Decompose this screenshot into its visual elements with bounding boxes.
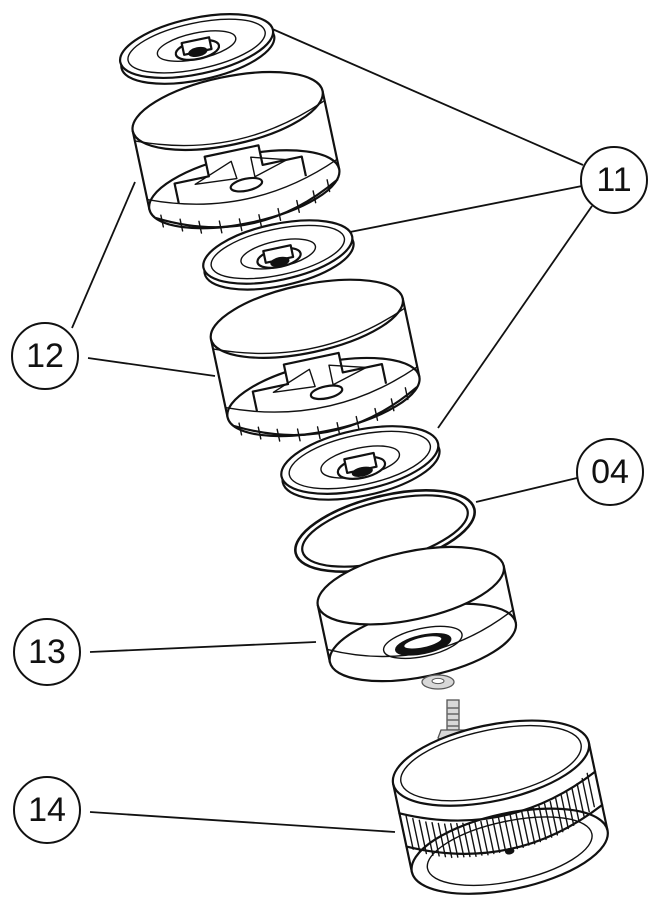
callout-12-label: 12	[26, 337, 64, 375]
disc-bottom	[280, 425, 441, 501]
leader-12-lower-cage	[87, 357, 216, 377]
leader-11-bottom-disc	[437, 205, 593, 429]
callout-04: 04	[576, 438, 644, 506]
leader-13-body	[89, 641, 317, 653]
disc-middle	[202, 219, 355, 291]
callout-12: 12	[11, 322, 79, 390]
callout-13: 13	[13, 618, 81, 686]
cage-upper	[131, 70, 341, 234]
leader-14-knob	[89, 811, 396, 833]
leader-04-ring	[475, 477, 578, 503]
leader-11-top-disc	[269, 27, 584, 166]
callout-14: 14	[13, 776, 81, 844]
callout-14-label: 14	[28, 791, 66, 829]
washer	[421, 674, 455, 690]
callout-04-label: 04	[591, 453, 629, 491]
disc-top	[118, 13, 276, 85]
leader-12-upper-cage	[71, 181, 136, 329]
callout-11: 11	[580, 146, 648, 214]
leader-lines	[71, 27, 593, 833]
callout-11-label: 11	[596, 161, 631, 199]
knurled-knob	[391, 719, 609, 895]
leader-11-middle-disc	[349, 185, 583, 233]
body-cylinder	[316, 545, 518, 683]
cage-lower	[209, 278, 421, 442]
callout-13-label: 13	[28, 633, 66, 671]
